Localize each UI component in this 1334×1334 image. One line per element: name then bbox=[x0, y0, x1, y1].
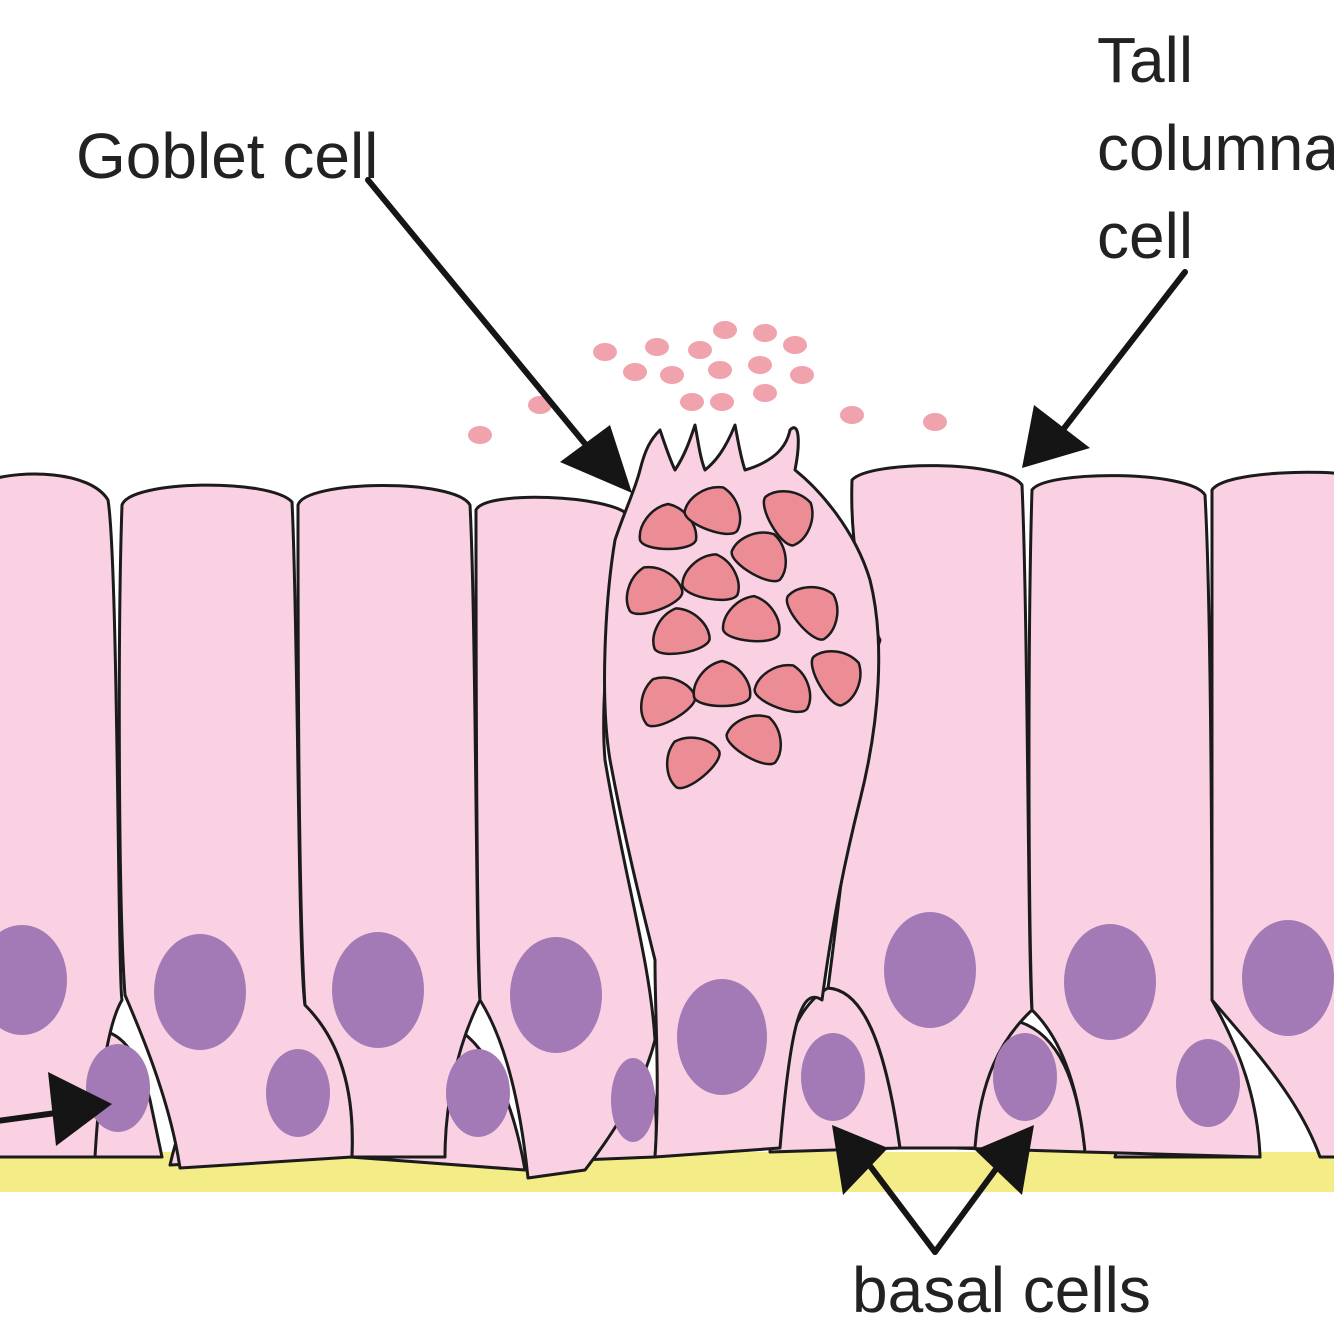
mucus-granule bbox=[753, 663, 812, 714]
nucleus bbox=[154, 934, 246, 1050]
mucus-droplet bbox=[688, 341, 712, 359]
mucus-droplet bbox=[840, 406, 864, 424]
arrow-tall-columnar-cell bbox=[1052, 269, 1188, 443]
mucus-granule bbox=[725, 714, 782, 766]
mucus-granule bbox=[666, 736, 721, 790]
nucleus bbox=[266, 1049, 330, 1137]
mucus-droplet bbox=[468, 426, 492, 444]
arrow-left-basal-cell-head bbox=[48, 1072, 112, 1146]
mucus-droplet bbox=[753, 384, 777, 402]
nucleus bbox=[86, 1044, 150, 1132]
arrow-basal-cell-left-head bbox=[832, 1125, 888, 1195]
mucus-droplet bbox=[923, 413, 947, 431]
mucus-droplet bbox=[645, 338, 669, 356]
mucus-granule bbox=[785, 586, 839, 641]
mucus-granule bbox=[652, 607, 711, 656]
mucus-granule bbox=[810, 650, 862, 707]
mucus-droplet bbox=[660, 366, 684, 384]
mucus-granule bbox=[683, 485, 742, 536]
mucus-granule bbox=[625, 565, 684, 616]
mucus-droplet bbox=[783, 336, 807, 354]
nucleus bbox=[1176, 1039, 1240, 1127]
nucleus bbox=[993, 1033, 1057, 1121]
arrow-goblet-cell bbox=[365, 177, 603, 465]
mucus-droplet bbox=[708, 361, 732, 379]
mucus-droplet bbox=[623, 363, 647, 381]
mucus-droplet bbox=[710, 393, 734, 411]
mucus-droplet bbox=[680, 393, 704, 411]
nucleus bbox=[611, 1058, 655, 1142]
nucleus bbox=[1064, 924, 1156, 1040]
mucus-granule bbox=[640, 676, 697, 728]
nucleus bbox=[801, 1033, 865, 1121]
nucleus bbox=[884, 912, 976, 1028]
mucus-droplet bbox=[593, 343, 617, 361]
arrow-tall-columnar-cell-head bbox=[1022, 405, 1090, 468]
nucleus bbox=[446, 1049, 510, 1137]
mucus-droplet bbox=[748, 356, 772, 374]
nucleus bbox=[1242, 920, 1334, 1036]
mucus-droplet bbox=[713, 321, 737, 339]
label-tall-columnar-cell-line-1: Tall bbox=[1097, 24, 1194, 96]
mucus-granule bbox=[681, 553, 740, 602]
nucleus bbox=[0, 925, 67, 1035]
nucleus bbox=[677, 979, 767, 1095]
mucus-granule bbox=[762, 490, 814, 547]
mucus-granule bbox=[730, 531, 787, 583]
arrow-basal-cell-left bbox=[855, 1147, 938, 1255]
nucleus bbox=[510, 937, 602, 1053]
label-basal-cells: basal cells bbox=[852, 1254, 1151, 1326]
mucus-granule bbox=[692, 659, 752, 708]
label-tall-columnar-cell: Tall columnar cell bbox=[1097, 16, 1334, 280]
label-goblet-cell: Goblet cell bbox=[76, 120, 379, 192]
mucus-droplet bbox=[790, 366, 814, 384]
label-tall-columnar-cell-line-3: cell bbox=[1097, 200, 1194, 272]
mucus-granule bbox=[721, 594, 781, 643]
label-tall-columnar-cell-line-2: columnar bbox=[1097, 112, 1334, 184]
mucus-droplet bbox=[753, 324, 777, 342]
arrow-basal-cell-right-head bbox=[975, 1125, 1034, 1195]
nucleus bbox=[332, 932, 424, 1048]
arrow-goblet-cell-head bbox=[560, 425, 632, 493]
